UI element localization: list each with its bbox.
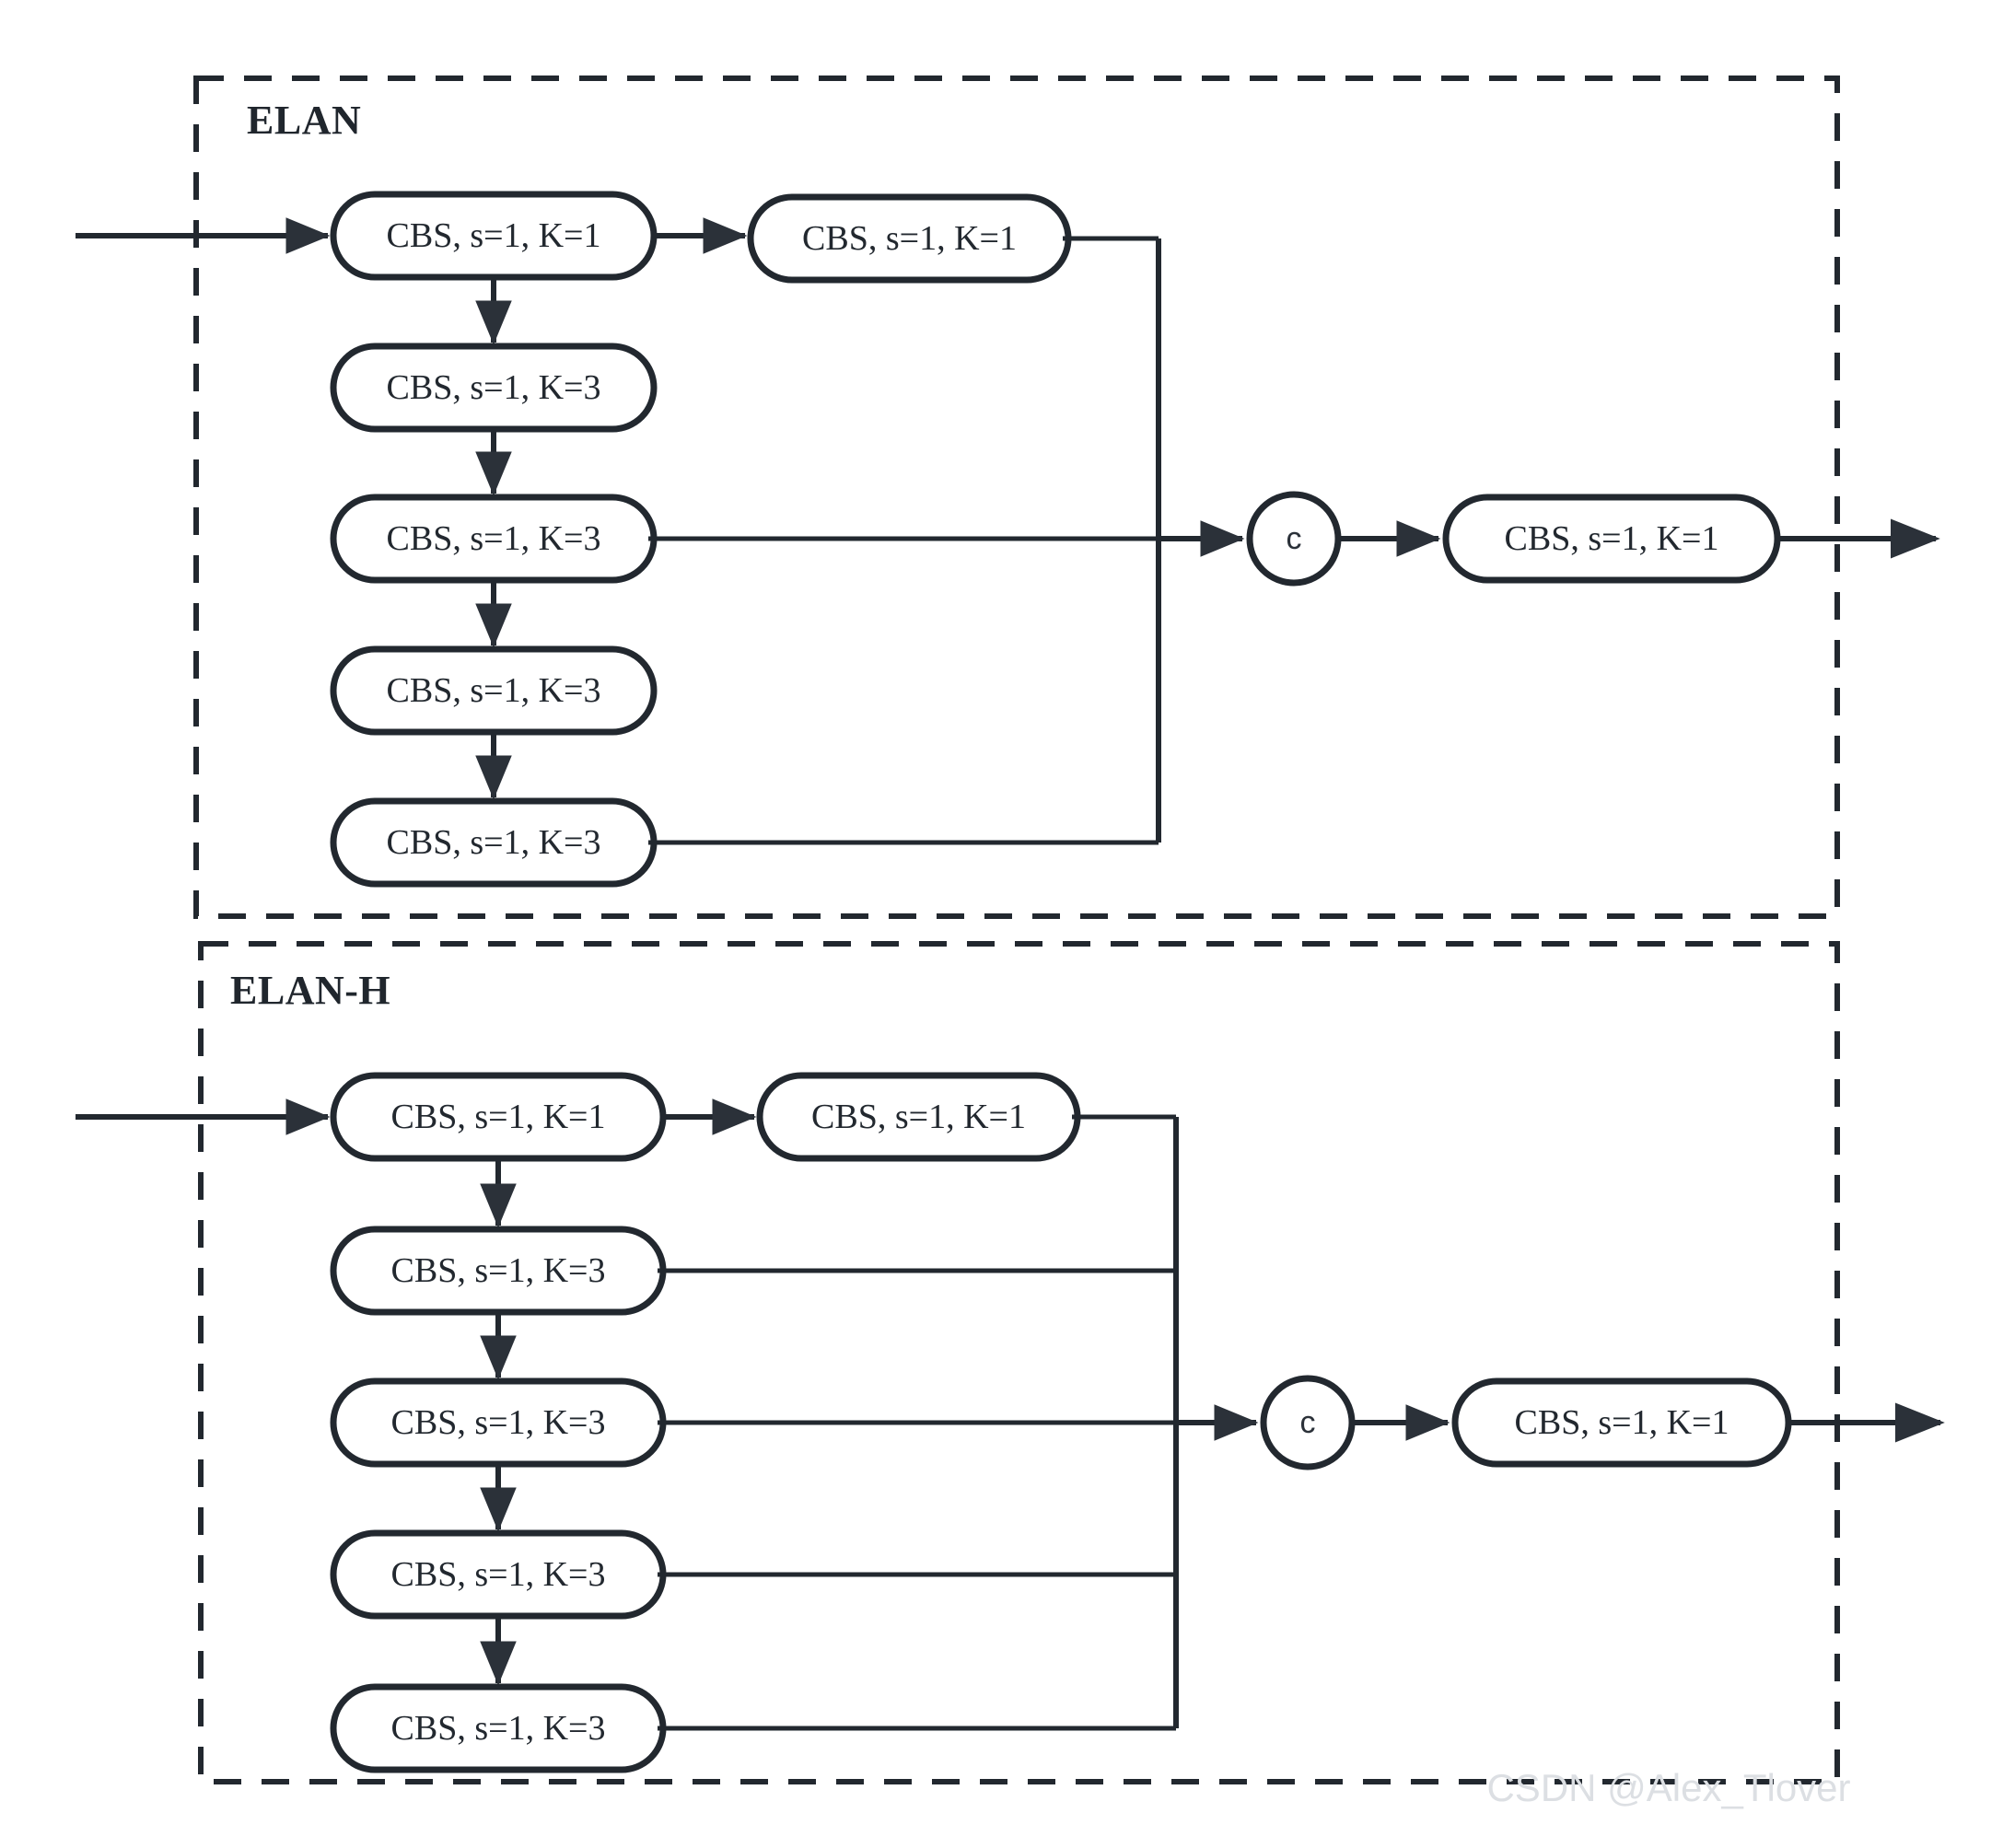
cbs-box-label-elan-h-3: CBS, s=1, K=3: [390, 1555, 606, 1594]
watermark: CSDN @Alex_Tlover: [1486, 1766, 1851, 1809]
cbs-box-label-elan-3: CBS, s=1, K=3: [386, 671, 601, 710]
concat-node-label-elan-h: c: [1299, 1404, 1316, 1440]
cbs-box-output-label-elan: CBS, s=1, K=1: [1504, 519, 1719, 558]
cbs-box-label-elan-4: CBS, s=1, K=3: [386, 823, 601, 862]
cbs-box-label-elan-h-1: CBS, s=1, K=3: [390, 1251, 606, 1290]
cbs-box-label-elan-h-2: CBS, s=1, K=3: [390, 1403, 606, 1442]
cbs-box-label-elan-2: CBS, s=1, K=3: [386, 519, 601, 558]
cbs-box-second-label-elan: CBS, s=1, K=1: [802, 219, 1017, 258]
cbs-box-label-elan-1: CBS, s=1, K=3: [386, 368, 601, 407]
cbs-box-label-elan-h-4: CBS, s=1, K=3: [390, 1709, 606, 1748]
cbs-box-output-label-elan-h: CBS, s=1, K=1: [1514, 1403, 1729, 1442]
group-frame-elan: [193, 76, 1840, 919]
group-title-elan-h: ELAN-H: [230, 968, 391, 1013]
concat-node-label-elan: c: [1286, 520, 1302, 556]
cbs-box-label-elan-h-0: CBS, s=1, K=1: [390, 1098, 606, 1136]
cbs-box-label-elan-0: CBS, s=1, K=1: [386, 216, 601, 255]
group-frame-elan-h: [198, 941, 1840, 1784]
cbs-box-second-label-elan-h: CBS, s=1, K=1: [811, 1098, 1026, 1136]
group-title-elan: ELAN: [247, 98, 362, 143]
